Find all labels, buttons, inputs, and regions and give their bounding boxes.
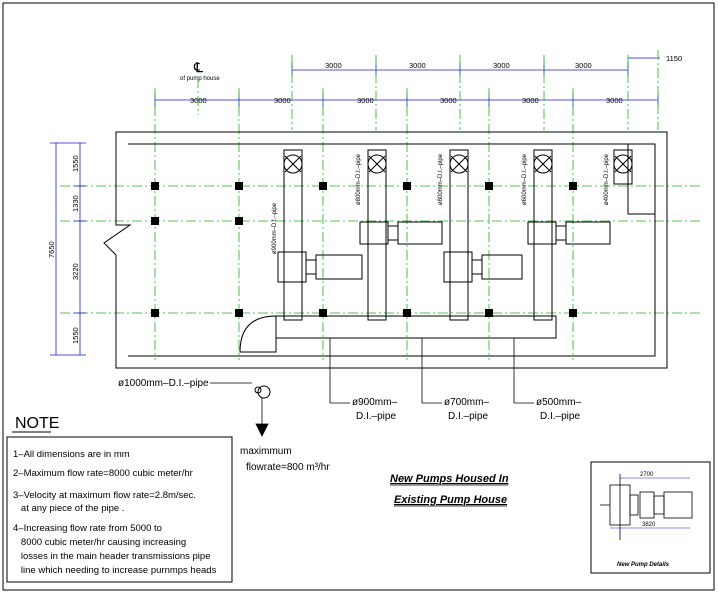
flow-line2: flowrate=800 m³/hr [246, 462, 330, 473]
top-dimension-texts: 3000 3000 3000 3000 1150 [325, 54, 682, 70]
title-line1: New Pumps Housed In [390, 473, 509, 485]
top-dim-4: 3000 [575, 61, 592, 70]
detail-box [590, 461, 711, 574]
pipe-label-4: ø600mm–D.I.–pipe [522, 153, 528, 205]
left-dimension [50, 142, 86, 356]
mid-dim-2: 3000 [274, 96, 291, 105]
mid-dim-5: 3000 [522, 96, 539, 105]
pipe-label-1: ø900mm–D.I.–pipe [272, 202, 278, 254]
left-dim-2: 1330 [71, 195, 80, 212]
centerline-symbol: ℄ [193, 59, 203, 75]
leader-lines [210, 338, 534, 437]
pipe900-line1: ø900mm– [352, 397, 397, 408]
pipe-runs [239, 149, 633, 399]
pipe500-line1: ø500mm– [536, 397, 581, 408]
pump-detail: 2700 3820 New Pump Details [590, 461, 711, 574]
note-item-7: losses in the main header transmissions … [13, 551, 211, 562]
left-dim-3: 3220 [71, 263, 80, 280]
note-item-5: 4–Increasing flow rate from 5000 to [13, 523, 162, 534]
top-right-dim: 1150 [666, 54, 682, 63]
mid-dim-6: 3000 [606, 96, 623, 105]
note-item-1: 1–All dimensions are in mm [13, 449, 130, 460]
detail-dim-bottom: 3820 [642, 522, 656, 528]
pipe700-line1: ø700mm– [444, 397, 489, 408]
left-dim-1: 1550 [71, 155, 80, 172]
mid-dimension-texts: 3000 3000 3000 3000 3000 3000 [190, 96, 623, 105]
pipe900-line2: D.I.–pipe [356, 411, 396, 422]
detail-caption: New Pump Details [617, 562, 670, 568]
pump-house-walls [103, 131, 668, 369]
top-dim-3: 3000 [493, 61, 510, 70]
pipe-label-2: ø800mm–D.I.–pipe [356, 153, 362, 205]
top-dim-1: 3000 [325, 61, 342, 70]
pipe700-line2: D.I.–pipe [448, 411, 488, 422]
mid-dim-4: 3000 [440, 96, 457, 105]
pipe500-line2: D.I.–pipe [540, 411, 580, 422]
mid-dim-3: 3000 [357, 96, 374, 105]
centerline-caption: of pump house [180, 76, 220, 82]
flow-line1: maximmum [240, 446, 292, 457]
mid-dimension-row [154, 93, 659, 107]
main-pipe-label: ø1000mm–D.I.–pipe [118, 378, 209, 389]
note-heading: NOTE [15, 415, 59, 432]
note-box [6, 436, 233, 583]
note-item-6: 8000 cubic meter/hr causing increasing [13, 537, 186, 548]
detail-dim-top: 2700 [640, 472, 654, 478]
note-item-2: 2–Maximum flow rate=8000 cubic meter/hr [13, 468, 193, 479]
columns [151, 182, 577, 317]
note-item-4: at any piece of the pipe . [13, 503, 124, 514]
left-dim-4: 1550 [71, 327, 80, 344]
pipe-label-5: ø400mm–D.I.–pipe [604, 153, 610, 205]
note-item-3: 3–Velocity at maximum flow rate=2.8m/sec… [13, 490, 196, 501]
top-dim-2: 3000 [409, 61, 426, 70]
left-dim-overall: 7650 [47, 241, 56, 258]
pipe-label-3: ø800mm–D.I.–pipe [438, 153, 444, 205]
grid-lines-horizontal [60, 185, 700, 314]
title-line2: Existing Pump House [394, 494, 507, 506]
note-item-8: line which needing to increase purnmps h… [13, 565, 217, 576]
top-dimension-row [291, 57, 660, 76]
